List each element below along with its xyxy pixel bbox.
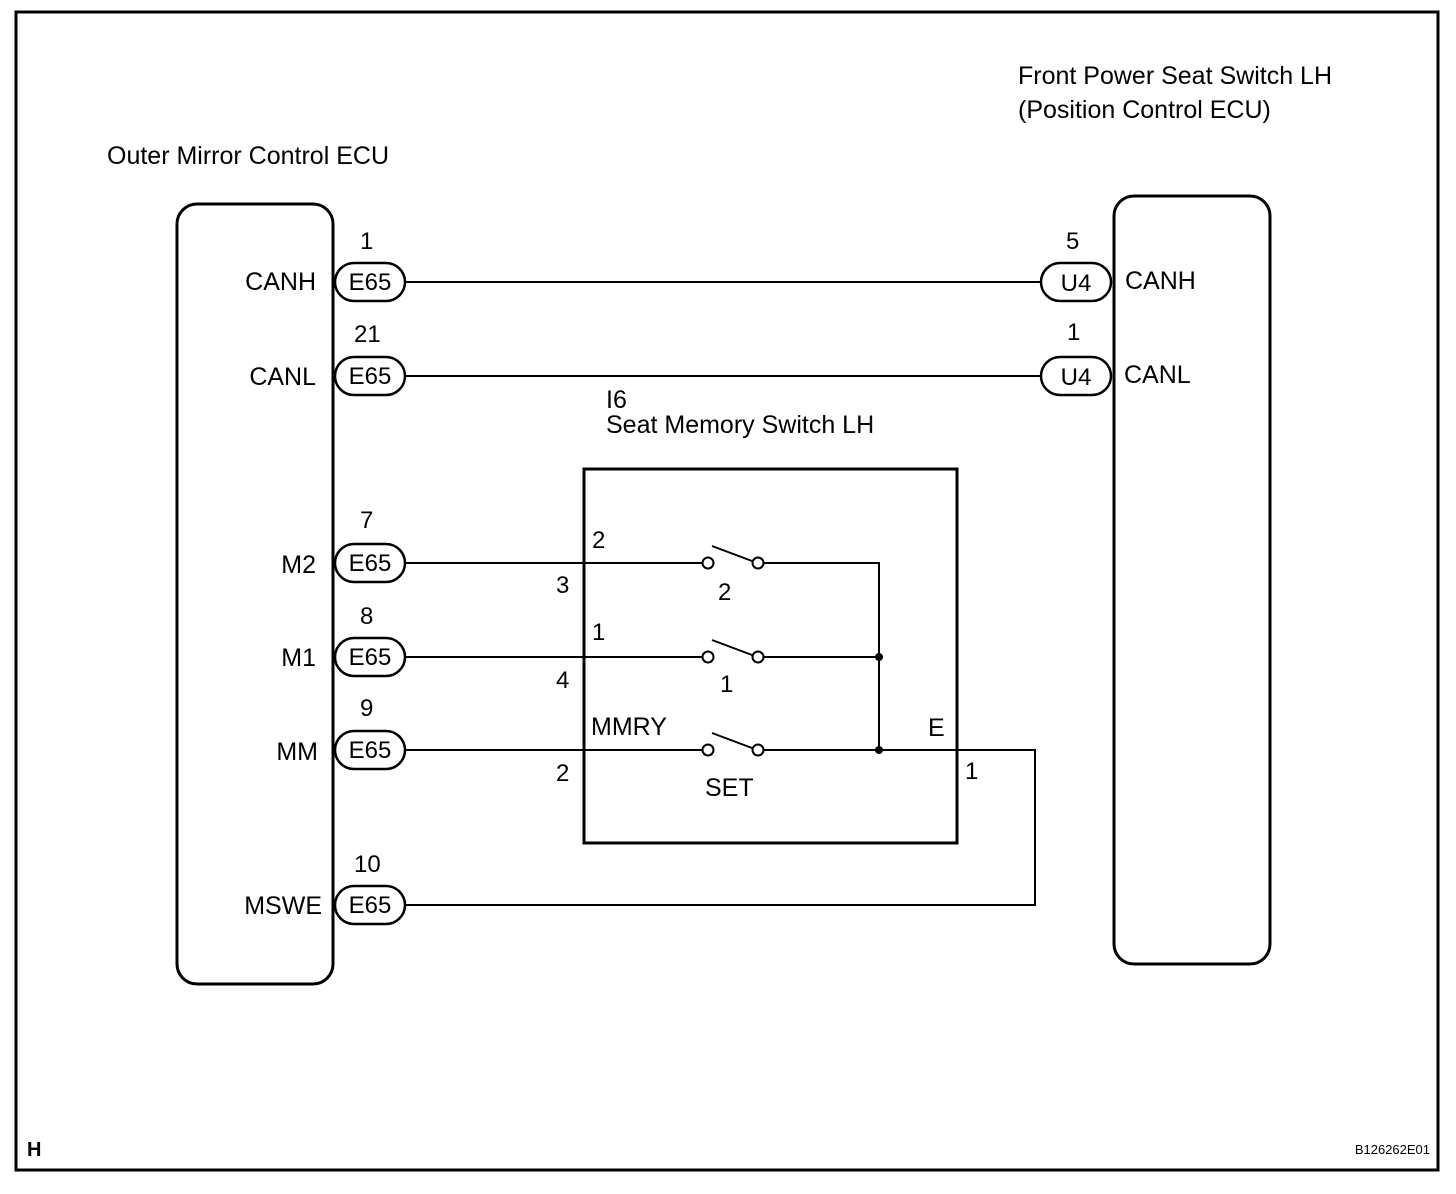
seat-switch-title-line1: Front Power Seat Switch LH — [1018, 62, 1332, 90]
seat-memory-switch-code: I6 — [606, 386, 627, 414]
switch-inner-pin-2: 2 — [592, 527, 605, 554]
mirror-ecu-body — [175, 202, 335, 986]
mirror-pin-m2: 7 — [360, 507, 373, 534]
mirror-terminal-canl: CANL — [249, 363, 316, 391]
connector-e65-mm-label: E65 — [349, 737, 392, 764]
switch-outer-pin-2: 2 — [556, 760, 569, 787]
connector-u4-canh — [1039, 261, 1113, 303]
switch-1-contact-right — [751, 650, 765, 664]
connector-e65-canh-label: E65 — [349, 269, 392, 296]
set-switch-blade — [711, 732, 753, 749]
junction-dot-mm — [875, 746, 883, 754]
wire-e-to-mswe — [405, 749, 1036, 906]
mirror-terminal-m2: M2 — [281, 551, 316, 579]
mirror-ecu-title: Outer Mirror Control ECU — [107, 142, 389, 170]
seat-switch-title-line2: (Position Control ECU) — [1018, 96, 1271, 124]
seat-switch-pin-canl: 1 — [1067, 319, 1080, 346]
connector-e65-mswe-label: E65 — [349, 892, 392, 919]
connector-u4-canl — [1039, 355, 1113, 397]
switch-2-return-wire — [763, 562, 880, 750]
switch-1-contact-left — [701, 650, 715, 664]
seat-memory-switch-title: Seat Memory Switch LH — [606, 411, 874, 439]
mirror-pin-canh: 1 — [360, 228, 373, 255]
switch-outer-pin-4: 4 — [556, 667, 569, 694]
mirror-pin-mswe: 10 — [354, 851, 381, 878]
mirror-terminal-canh: CANH — [245, 268, 316, 296]
switch-2-contact-right — [751, 556, 765, 570]
seat-switch-ecu-body — [1112, 194, 1272, 966]
connector-e65-m2-label: E65 — [349, 550, 392, 577]
connector-u4-canh-label: U4 — [1061, 270, 1092, 297]
switch-2-contact-left — [701, 556, 715, 570]
switch-inner-ground-e: E — [928, 714, 945, 742]
switch-2-blade — [711, 545, 753, 562]
mirror-terminal-mm: MM — [276, 738, 318, 766]
set-switch-contact-right — [751, 743, 765, 757]
seat-switch-pin-canh: 5 — [1066, 228, 1079, 255]
junction-dot-m1 — [875, 653, 883, 661]
switch-inner-mmry: MMRY — [591, 713, 667, 741]
connector-u4-canl-label: U4 — [1061, 364, 1092, 391]
set-switch-contact-left — [701, 743, 715, 757]
connector-e65-canl-label: E65 — [349, 363, 392, 390]
switch-1-blade — [711, 639, 753, 656]
seat-switch-terminal-canl: CANL — [1124, 361, 1191, 389]
set-switch-label: SET — [705, 774, 754, 802]
seat-switch-terminal-canh: CANH — [1125, 267, 1196, 295]
switch-2-label: 2 — [718, 579, 731, 606]
switch-1-label: 1 — [720, 671, 733, 698]
figure-code: B126262E01 — [1355, 1142, 1430, 1157]
mirror-pin-m1: 8 — [360, 603, 373, 630]
switch-outer-pin-3: 3 — [556, 572, 569, 599]
diagram-frame — [14, 10, 1440, 1172]
switch-outer-pin-1: 1 — [965, 758, 978, 785]
mirror-pin-mm: 9 — [360, 695, 373, 722]
mirror-terminal-mswe: MSWE — [244, 892, 322, 920]
connector-e65-m1-label: E65 — [349, 644, 392, 671]
mirror-pin-canl: 21 — [354, 321, 381, 348]
mirror-terminal-m1: M1 — [281, 644, 316, 672]
corner-mark: H — [27, 1139, 41, 1161]
connector-e65-mswe — [333, 884, 407, 926]
switch-inner-pin-1: 1 — [592, 619, 605, 646]
